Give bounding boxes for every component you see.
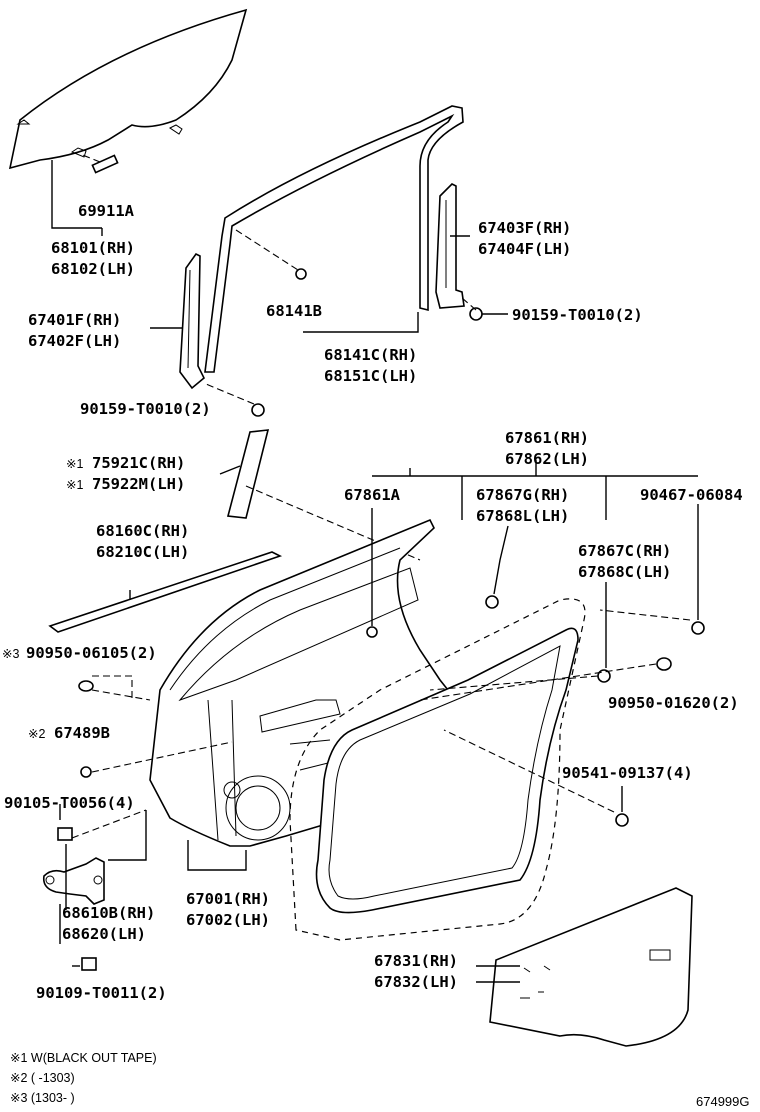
label-68151c: 68151C(LH): [324, 367, 417, 385]
sealing-cover-drawing: [489, 887, 693, 1047]
nut-90541-drawing: [443, 729, 629, 827]
label-75922m: 75922M(LH): [92, 475, 185, 493]
label-68620: 68620(LH): [62, 925, 146, 943]
clip-90950-06105-drawing: [78, 675, 151, 701]
label-67867g: 67867G(RH): [476, 486, 569, 504]
bolt-90109-drawing: [72, 957, 97, 971]
label-75921c: 75921C(RH): [92, 454, 185, 472]
label-69911a: 69911A: [78, 202, 135, 220]
clip-67867c-drawing: [429, 582, 611, 691]
clip-90467-drawing: [599, 504, 705, 635]
label-90950-06105: 90950-06105(2): [26, 644, 157, 662]
label-67868l: 67868L(LH): [476, 507, 569, 525]
glass-channel-strip-drawing: [91, 154, 119, 174]
mark-3-90950: ※3: [2, 647, 19, 661]
leader-68141c: [303, 312, 419, 333]
footnote-1: ※1 W(BLACK OUT TAPE): [10, 1051, 157, 1065]
stopper-67489b-drawing: [80, 741, 233, 778]
label-67403f: 67403F(RH): [478, 219, 571, 237]
footnote-3: ※3 (1303- ): [10, 1091, 75, 1105]
door-glass-drawing: [8, 8, 248, 170]
mark-2-67489b: ※2: [28, 727, 45, 741]
label-67489b: 67489B: [54, 724, 110, 742]
door-inner-outline: [289, 598, 586, 941]
front-division-bar-drawing: [179, 252, 205, 390]
bolt-90105-drawing: [57, 809, 147, 861]
label-90541: 90541-09137(4): [562, 764, 693, 782]
mark-1-75922m: ※1: [66, 478, 83, 492]
label-67862: 67862(LH): [505, 450, 589, 468]
label-90159-left: 90159-T0010(2): [80, 400, 211, 418]
label-67401f: 67401F(RH): [28, 311, 121, 329]
clip-67867g-drawing: [485, 525, 509, 609]
label-67861a: 67861A: [344, 486, 401, 504]
label-67861: 67861(RH): [505, 429, 589, 447]
leader-67861-bracket: [372, 460, 698, 520]
label-90105: 90105-T0056(4): [4, 794, 135, 812]
footnote-2: ※2 ( -1303): [10, 1071, 75, 1085]
belt-moulding-drawing: [48, 551, 283, 633]
mark-1-75921c: ※1: [66, 457, 83, 471]
label-68141b: 68141B: [266, 302, 322, 320]
leader-69911a: [79, 153, 101, 163]
label-68210c: 68210C(LH): [96, 543, 189, 561]
label-68610b: 68610B(RH): [62, 904, 155, 922]
label-67402f: 67402F(LH): [28, 332, 121, 350]
clip-68141b-drawing: [235, 229, 307, 280]
diagram-code: 674999G: [696, 1094, 750, 1109]
label-68160c: 68160C(RH): [96, 522, 189, 540]
bolt-90159-right-drawing: [461, 297, 508, 321]
label-68101: 68101(RH): [51, 239, 135, 257]
label-90159-right: 90159-T0010(2): [512, 306, 643, 324]
label-67831: 67831(RH): [374, 952, 458, 970]
rear-division-bar-drawing: [435, 183, 465, 309]
leader-90105: [59, 804, 67, 944]
label-68141c: 68141C(RH): [324, 346, 417, 364]
clip-67861a-drawing: [366, 508, 378, 638]
label-90467: 90467-06084: [640, 486, 743, 504]
label-67867c: 67867C(RH): [578, 542, 671, 560]
leader-68101: [51, 160, 102, 229]
leader-67831: [476, 965, 520, 983]
label-67832: 67832(LH): [374, 973, 458, 991]
bolt-90159-left-drawing: [205, 383, 265, 417]
label-90950-01620: 90950-01620(2): [608, 694, 739, 712]
door-weatherstrip-drawing: [315, 627, 579, 914]
plug-90950-01620-drawing: [419, 657, 672, 701]
label-67001: 67001(RH): [186, 890, 270, 908]
blackout-tape-drawing: [219, 429, 270, 519]
label-67002: 67002(LH): [186, 911, 270, 929]
leader-67001: [187, 840, 247, 871]
label-90109: 90109-T0011(2): [36, 984, 167, 1002]
door-hinge-drawing: [42, 857, 105, 905]
label-67404f: 67404F(LH): [478, 240, 571, 258]
door-frame-weatherstrip-drawing: [204, 105, 464, 373]
label-67868c: 67868C(LH): [578, 563, 671, 581]
label-68102: 68102(LH): [51, 260, 135, 278]
